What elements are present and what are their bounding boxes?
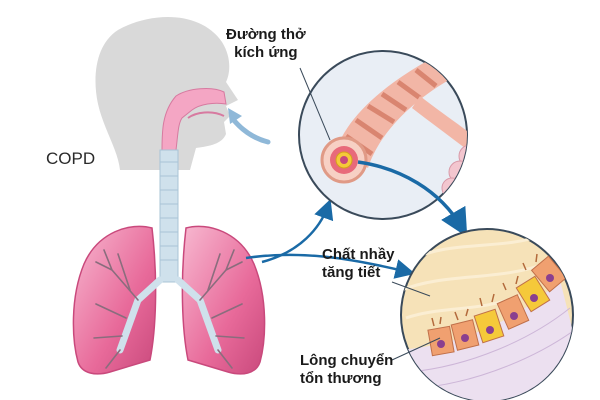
copd-label: COPD (46, 149, 96, 168)
inhale-arrow (229, 115, 271, 145)
cilia-magnified (400, 228, 574, 400)
airway-irritated-label: Đường thở kích ứng (226, 26, 306, 61)
arrow-airway-to-cilia (357, 160, 468, 238)
right-lung (181, 225, 266, 375)
bronchial-tree (93, 249, 245, 369)
mucus-label: Chất nhầy tăng tiết (322, 246, 395, 281)
head-silhouette (95, 17, 239, 171)
left-lung (72, 225, 157, 375)
nasal-airway (161, 88, 227, 151)
arrow-lung-to-airway (261, 198, 334, 264)
airway-magnified (298, 50, 468, 220)
trachea (159, 149, 179, 283)
cilia-label: Lông chuyển tổn thương (300, 352, 394, 387)
arrow-lung-to-mucus (245, 253, 416, 279)
